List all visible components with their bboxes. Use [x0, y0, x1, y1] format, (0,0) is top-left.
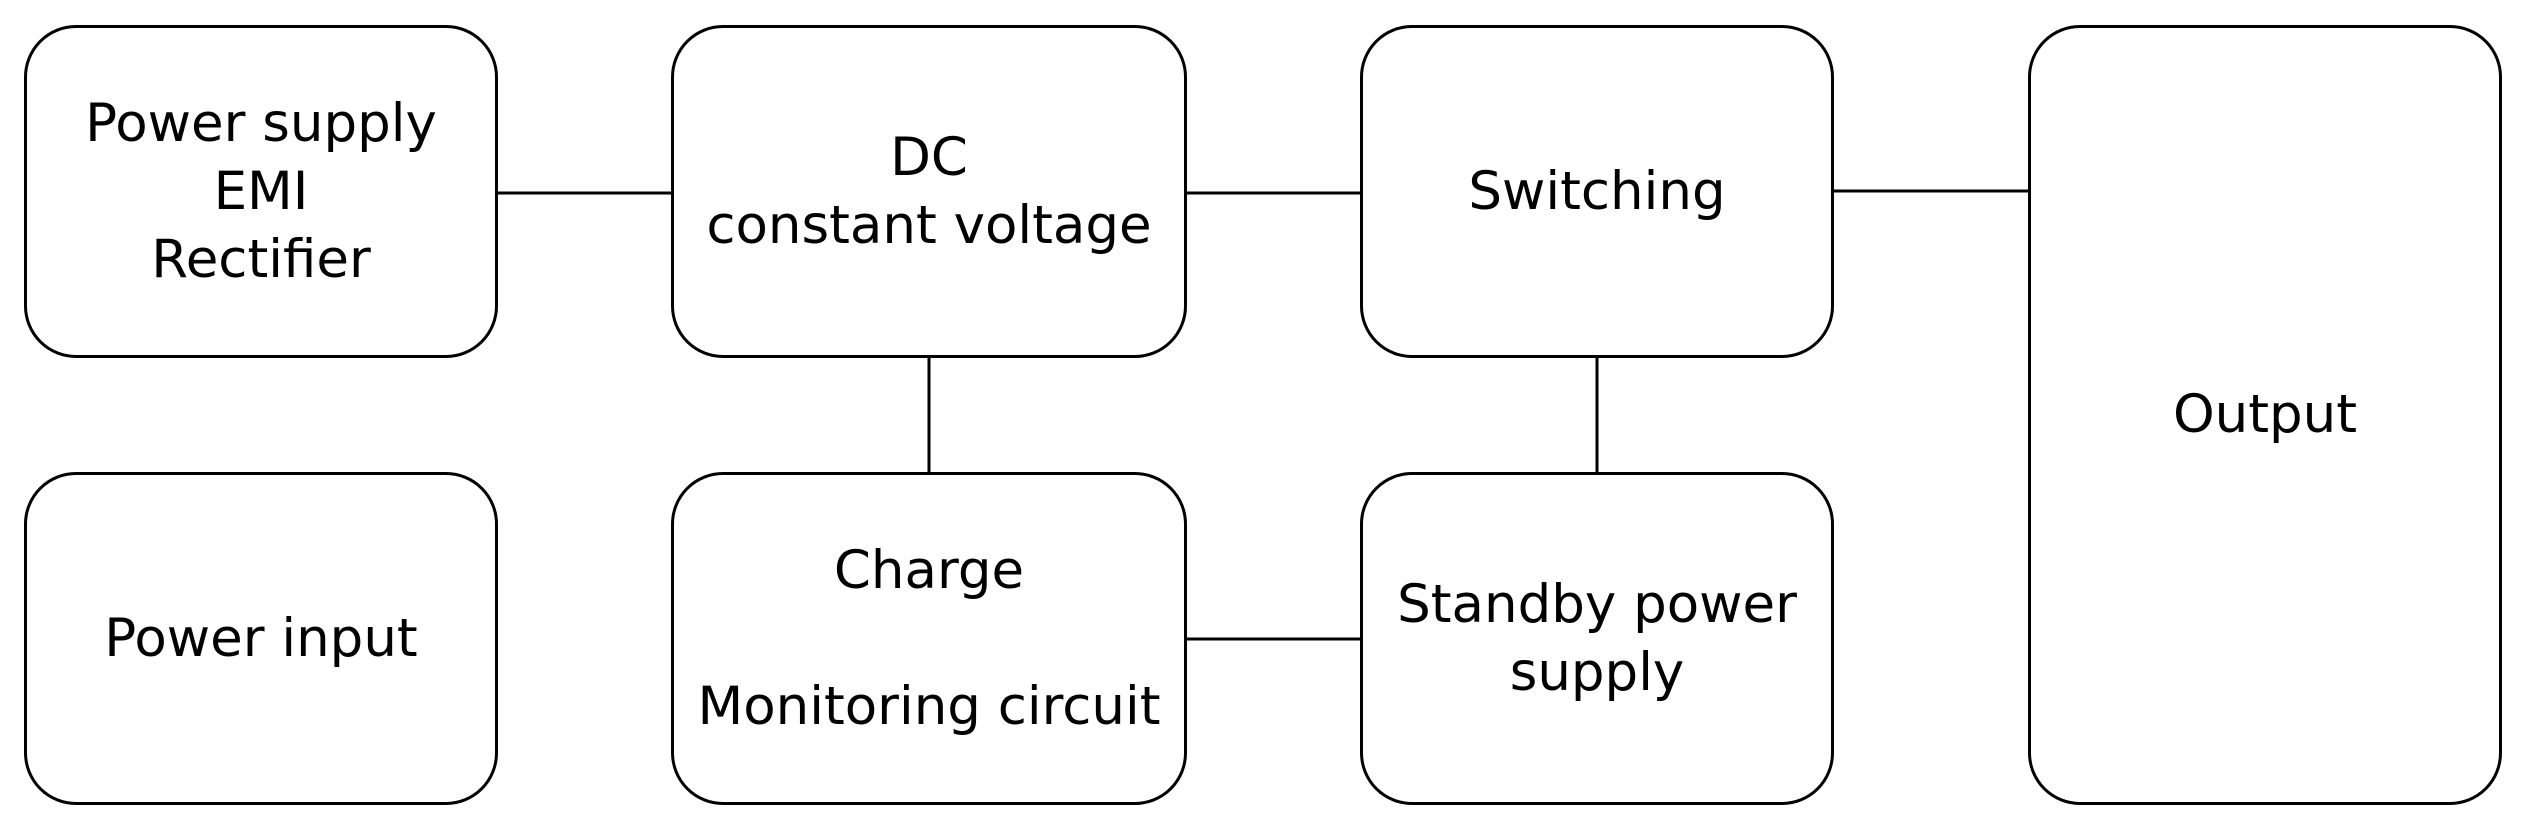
power-supply-line-1: Power supply	[85, 92, 437, 154]
power-supply-emi-rectifier-block: Power supply EMI Rectifier	[24, 25, 498, 358]
dc-line-1: DC	[890, 126, 968, 188]
power-input-block: Power input	[24, 472, 498, 805]
dc-constant-voltage-block: DC constant voltage	[671, 25, 1187, 358]
standby-power-supply-block: Standby power supply	[1360, 472, 1834, 805]
output-block: Output	[2028, 25, 2502, 805]
switching-label: Switching	[1468, 160, 1726, 222]
charge-monitoring-circuit-block: Charge Monitoring circuit	[671, 472, 1187, 805]
charge-label: Charge	[833, 539, 1025, 601]
dc-line-2: constant voltage	[706, 194, 1152, 256]
switching-block: Switching	[1360, 25, 1834, 358]
power-supply-line-3: Rectifier	[151, 228, 371, 290]
power-input-label: Power input	[104, 607, 418, 669]
standby-power-supply-label: Standby power supply	[1397, 573, 1797, 703]
power-supply-line-2: EMI	[213, 160, 309, 222]
monitoring-circuit-label: Monitoring circuit	[697, 675, 1161, 737]
output-label: Output	[2172, 384, 2358, 445]
